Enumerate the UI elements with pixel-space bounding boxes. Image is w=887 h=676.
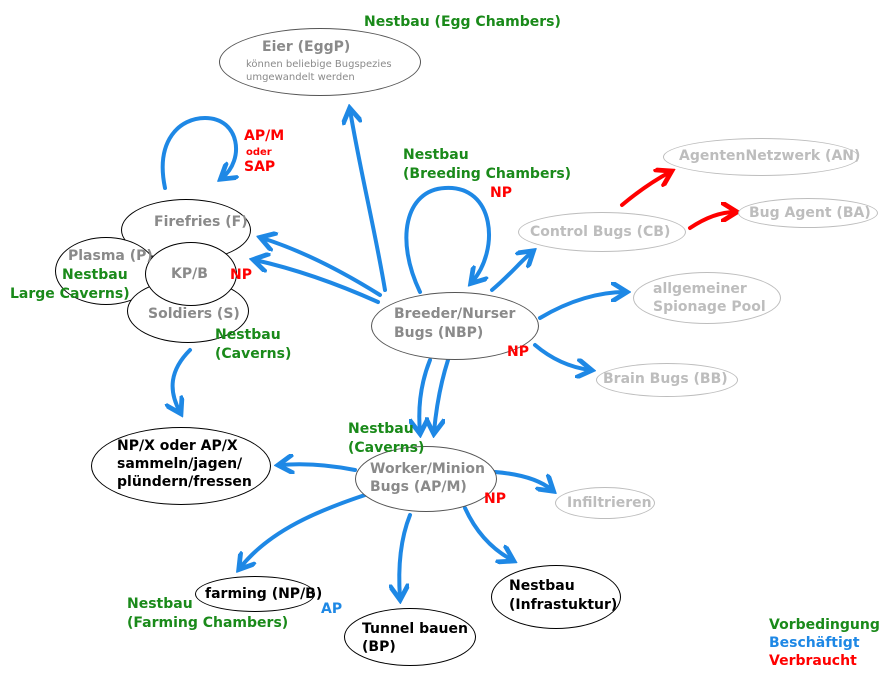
arrow-nbp-to-eier	[350, 110, 387, 292]
arrow-worker-to-sammeln	[280, 464, 357, 470]
node-control	[518, 212, 686, 252]
sammeln-label-1: NP/X oder AP/X	[117, 438, 238, 454]
eier-title: Eier (EggP)	[262, 39, 351, 55]
control-label: Control Bugs (CB)	[530, 224, 671, 240]
kpb-label: KP/B	[171, 266, 208, 282]
arrow-nbp-to-kpb-1	[262, 238, 382, 297]
tunnel-label-1: Tunnel bauen	[362, 621, 468, 637]
sammeln-label-2: sammeln/jagen/	[117, 456, 243, 472]
legend-verbraucht: Verbraucht	[769, 653, 857, 669]
arrow-soldiers-to-sammeln	[173, 348, 192, 412]
eier-desc-2: umgewandelt werden	[246, 72, 355, 83]
label-breeding-2: (Breeding Chambers)	[403, 166, 572, 182]
node-agenten	[663, 138, 859, 176]
label-caverns-a-1: Nestbau	[215, 327, 281, 343]
soldiers-label: Soldiers (S)	[148, 306, 240, 322]
label-farming-2: (Farming Chambers)	[127, 615, 289, 631]
label-apm-3: SAP	[244, 159, 276, 175]
arrow-nbp-to-cb	[490, 252, 532, 292]
label-np-worker: NP	[484, 491, 506, 507]
node-breeder	[371, 292, 539, 360]
arrow-nbp-to-brain	[533, 343, 590, 370]
sammeln-label-3: plündern/fressen	[117, 474, 252, 490]
node-tunnel	[344, 608, 476, 666]
tunnel-label-2: (BP)	[362, 639, 396, 655]
breeder-label-1: Breeder/Nurser	[394, 306, 516, 322]
node-kpb	[145, 242, 237, 306]
arrow-firefries-loop	[160, 115, 236, 190]
worker-label-2: Bugs (AP/M)	[370, 479, 467, 495]
infra-label-2: (Infrastuktur)	[509, 597, 618, 613]
label-np-nbp: NP	[507, 344, 529, 360]
label-apm-1: AP/M	[244, 128, 285, 144]
node-infiltrieren	[555, 487, 655, 519]
farming-label: farming (NP/B)	[205, 586, 323, 602]
label-np-kpb: NP	[230, 267, 252, 283]
worker-label-1: Worker/Minion	[370, 461, 485, 477]
spionage-label-2: Spionage Pool	[653, 299, 766, 315]
label-large-2: Large Caverns)	[10, 286, 130, 302]
label-farming-1: Nestbau	[127, 596, 193, 612]
label-egg-chambers: Nestbau (Egg Chambers)	[364, 14, 561, 30]
arrow-nbp-to-worker-1	[419, 358, 432, 432]
arrow-cb-to-bugagent	[688, 212, 735, 230]
bugagent-label: Bug Agent (BA)	[749, 205, 871, 221]
label-apm-2: oder	[246, 147, 272, 158]
label-np-breed: NP	[490, 185, 512, 201]
spionage-label-1: allgemeiner	[653, 281, 747, 297]
plasma-label: Plasma (P)	[68, 248, 153, 264]
arrow-worker-to-farming	[240, 493, 367, 568]
node-farming	[195, 576, 315, 612]
infra-label-1: Nestbau	[509, 578, 575, 594]
label-caverns-a-2: (Caverns)	[215, 346, 292, 362]
label-caverns-b-1: Nestbau	[348, 421, 414, 437]
arrow-breed-loop	[404, 185, 491, 294]
legend-vorbedingung: Vorbedingung	[769, 617, 880, 633]
agenten-label: AgentenNetzwerk (AN)	[679, 148, 861, 164]
arrow-nbp-to-kpb-2	[255, 260, 380, 304]
arrow-worker-to-infiltrieren	[493, 470, 552, 490]
node-brain	[596, 363, 738, 397]
arrow-worker-to-infra	[463, 506, 512, 560]
legend-beschaeftigt: Beschäftigt	[769, 635, 860, 651]
label-caverns-b-2: (Caverns)	[348, 440, 425, 456]
arrow-worker-to-tunnel	[399, 513, 412, 598]
arrow-nbp-to-worker-2	[434, 358, 450, 432]
node-infra	[491, 565, 621, 629]
eier-desc-1: können beliebige Bugspezies	[246, 59, 392, 70]
node-worker	[355, 446, 497, 512]
arrow-nbp-to-spionage	[538, 292, 625, 320]
node-eier	[219, 28, 421, 96]
node-sammeln	[91, 427, 271, 505]
arrow-cb-to-agenten	[620, 172, 670, 207]
label-breeding-1: Nestbau	[403, 147, 469, 163]
label-ap-farming: AP	[321, 601, 343, 617]
breeder-label-2: Bugs (NBP)	[394, 325, 484, 341]
firefries-label: Firefries (F)	[154, 214, 248, 230]
node-spionage	[633, 272, 781, 324]
infiltrieren-label: Infiltrieren	[567, 495, 652, 511]
brain-label: Brain Bugs (BB)	[603, 371, 728, 387]
node-bugagent	[738, 198, 878, 228]
label-large-1: Nestbau	[62, 267, 128, 283]
